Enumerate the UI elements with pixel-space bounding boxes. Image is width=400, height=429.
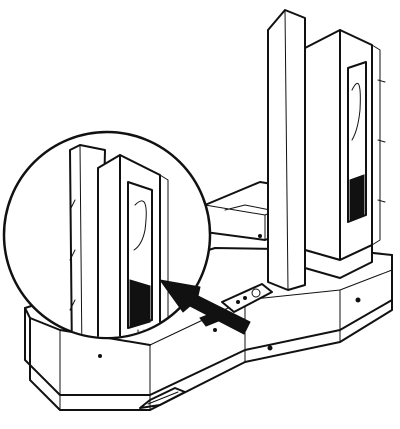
- pointer-arrow: [159, 279, 251, 335]
- output-hopper: [304, 29, 386, 279]
- magnified-callout: [2, 130, 212, 340]
- output-hopper-rear: [267, 9, 306, 291]
- card-slot: [139, 387, 186, 409]
